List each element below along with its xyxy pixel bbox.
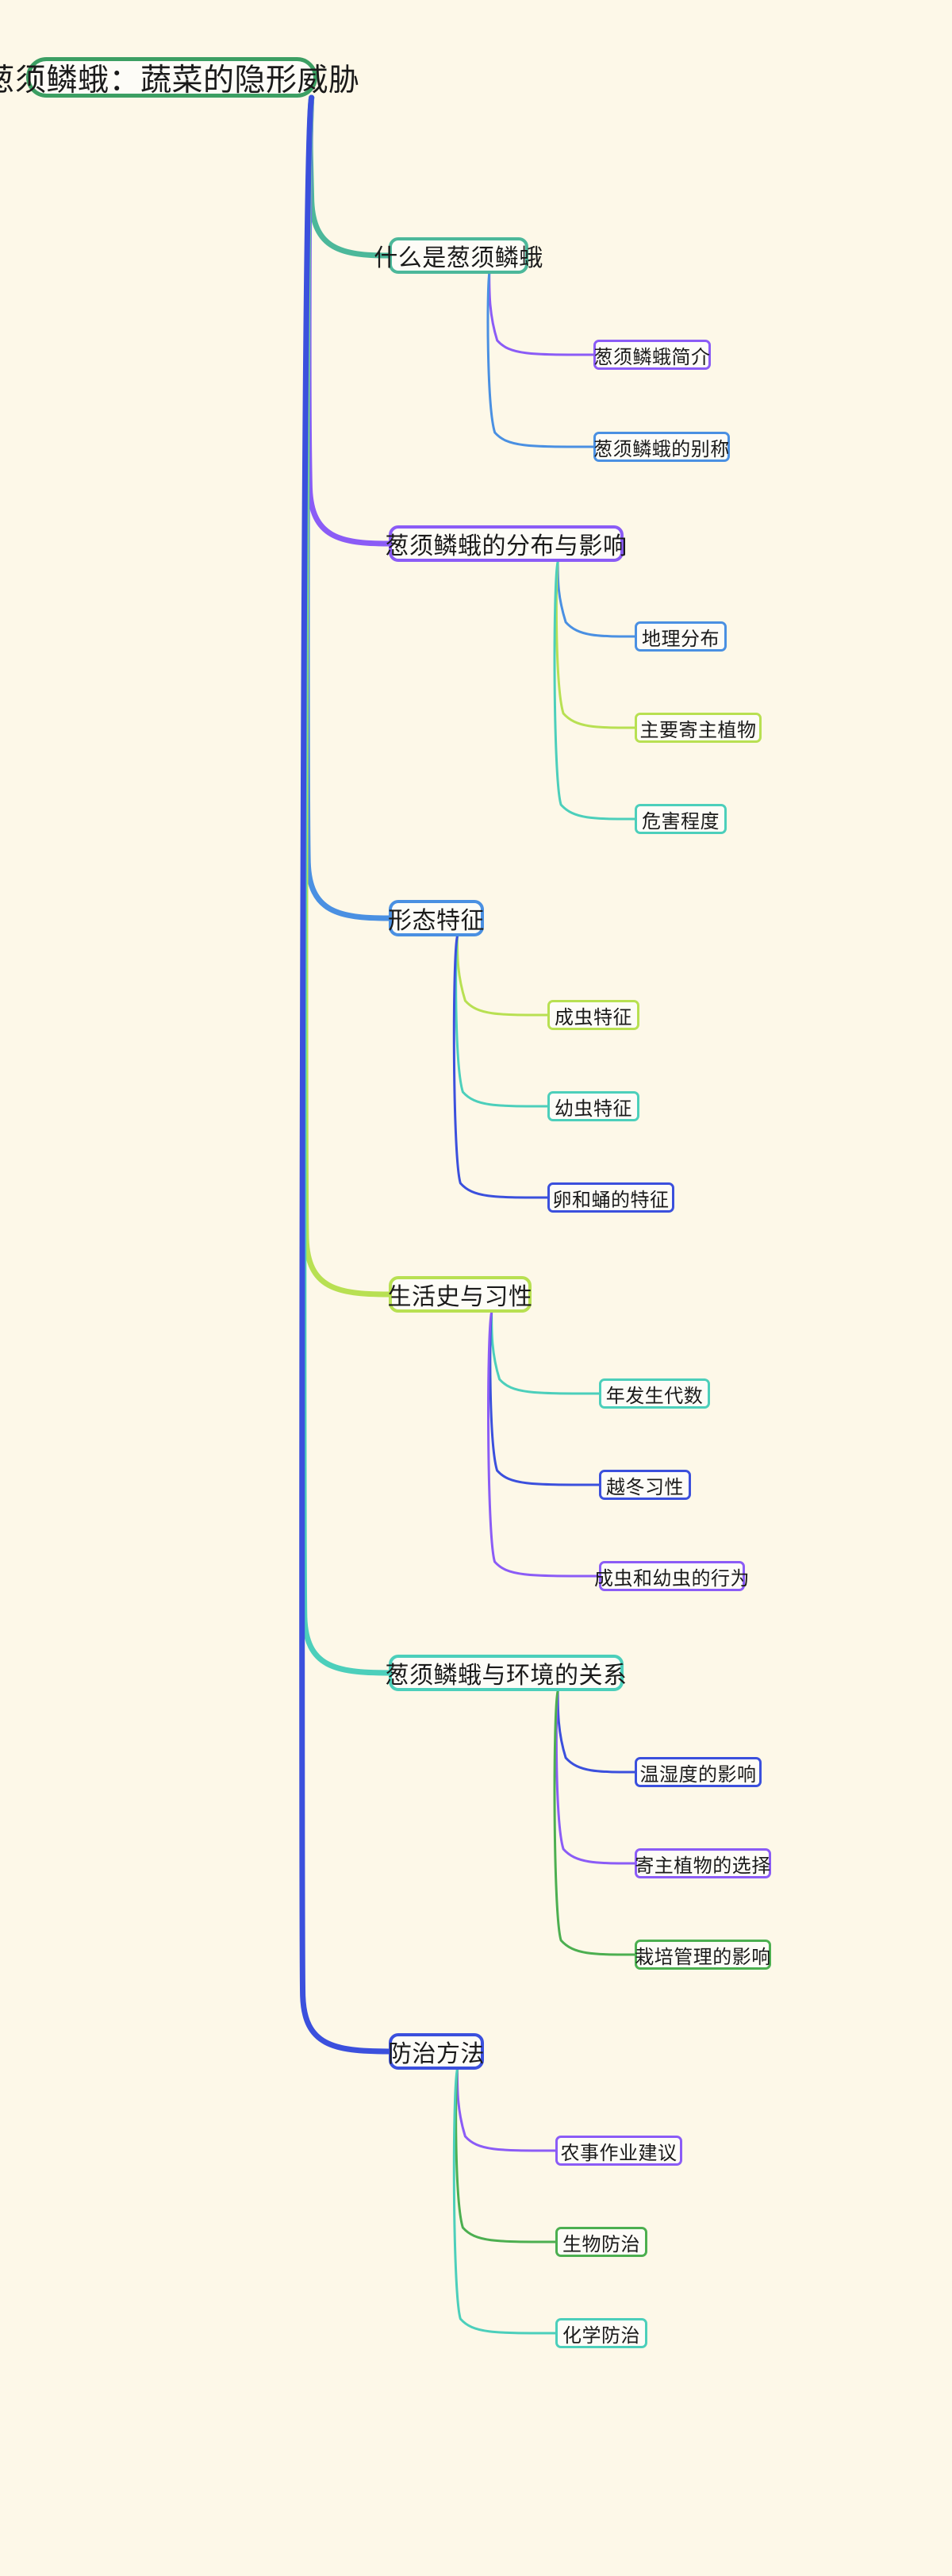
connector: [556, 560, 636, 638]
node-label: 防治方法: [388, 2041, 485, 2067]
node-label: 化学防治: [562, 2324, 640, 2347]
leaf-node-3-0[interactable]: 年发生代数: [599, 1378, 710, 1409]
connector: [555, 1690, 636, 1865]
leaf-node-5-0[interactable]: 农事作业建议: [555, 2136, 682, 2166]
connector: [553, 1690, 636, 1956]
connector: [455, 935, 549, 1017]
connector: [455, 2068, 557, 2152]
leaf-node-0-0[interactable]: 葱须鳞蛾简介: [593, 340, 711, 370]
connector: [302, 94, 392, 1298]
node-label: 葱须鳞蛾的别称: [593, 438, 730, 460]
leaf-node-4-1[interactable]: 寄主植物的选择: [635, 1848, 771, 1878]
connector: [556, 1690, 636, 1774]
node-label: 年发生代数: [605, 1385, 704, 1407]
node-label: 危害程度: [642, 810, 720, 832]
node-label: 成虫特征: [555, 1006, 632, 1028]
connector: [304, 94, 392, 921]
node-label: 葱须鳞蛾与环境的关系: [385, 1663, 628, 1689]
leaf-node-0-1[interactable]: 葱须鳞蛾的别称: [593, 432, 730, 462]
connector: [455, 2068, 557, 2243]
connector: [489, 1311, 601, 1486]
connector: [305, 94, 392, 547]
connector: [301, 94, 392, 1676]
connector: [553, 560, 636, 821]
node-label: 什么是葱须鳞蛾: [374, 245, 543, 271]
branch-node-4[interactable]: 葱须鳞蛾与环境的关系: [386, 1655, 627, 1691]
node-label: 形态特征: [388, 908, 485, 934]
connector: [490, 1311, 601, 1395]
node-label: 葱须鳞蛾简介: [593, 346, 711, 368]
leaf-node-2-2[interactable]: 卵和蛹的特征: [547, 1182, 674, 1213]
leaf-node-4-2[interactable]: 栽培管理的影响: [635, 1940, 771, 1970]
branch-node-3[interactable]: 生活史与习性: [387, 1276, 533, 1313]
node-label: 生物防治: [562, 2233, 640, 2255]
connector: [555, 560, 636, 729]
connector: [455, 935, 549, 1108]
connector: [452, 935, 549, 1199]
node-label: 葱须鳞蛾：蔬菜的隐形威胁: [0, 63, 360, 98]
node-label: 越冬习性: [606, 1476, 684, 1498]
connector: [299, 94, 392, 2055]
connector: [307, 94, 392, 259]
leaf-node-1-1[interactable]: 主要寄主植物: [635, 713, 762, 743]
leaf-node-2-0[interactable]: 成虫特征: [547, 1000, 639, 1030]
leaf-node-3-1[interactable]: 越冬习性: [599, 1470, 691, 1500]
node-label: 成虫和幼虫的行为: [594, 1567, 750, 1590]
connector: [452, 2068, 557, 2335]
node-label: 主要寄主植物: [639, 719, 757, 741]
branch-node-0[interactable]: 什么是葱须鳞蛾: [374, 237, 543, 274]
node-label: 幼虫特征: [555, 1098, 632, 1120]
node-label: 温湿度的影响: [639, 1763, 757, 1786]
leaf-node-4-0[interactable]: 温湿度的影响: [635, 1757, 762, 1787]
connector: [488, 272, 595, 356]
branch-node-1[interactable]: 葱须鳞蛾的分布与影响: [386, 525, 627, 562]
branch-node-2[interactable]: 形态特征: [388, 900, 485, 936]
leaf-node-1-0[interactable]: 地理分布: [635, 621, 727, 652]
node-label: 农事作业建议: [560, 2142, 678, 2164]
node-label: 栽培管理的影响: [635, 1946, 771, 1968]
leaf-node-3-2[interactable]: 成虫和幼虫的行为: [594, 1561, 750, 1591]
branch-node-5[interactable]: 防治方法: [388, 2033, 485, 2070]
leaf-node-5-2[interactable]: 化学防治: [555, 2318, 647, 2348]
leaf-node-2-1[interactable]: 幼虫特征: [547, 1091, 639, 1121]
node-label: 卵和蛹的特征: [552, 1189, 670, 1211]
node-label: 寄主植物的选择: [635, 1855, 771, 1877]
connector: [487, 1311, 601, 1578]
connector: [486, 272, 595, 448]
root-node[interactable]: 葱须鳞蛾：蔬菜的隐形威胁: [0, 57, 359, 98]
leaf-node-1-2[interactable]: 危害程度: [635, 804, 727, 834]
node-label: 生活史与习性: [387, 1284, 533, 1310]
node-label: 葱须鳞蛾的分布与影响: [385, 533, 628, 559]
node-label: 地理分布: [642, 628, 720, 650]
leaf-node-5-1[interactable]: 生物防治: [555, 2227, 647, 2257]
